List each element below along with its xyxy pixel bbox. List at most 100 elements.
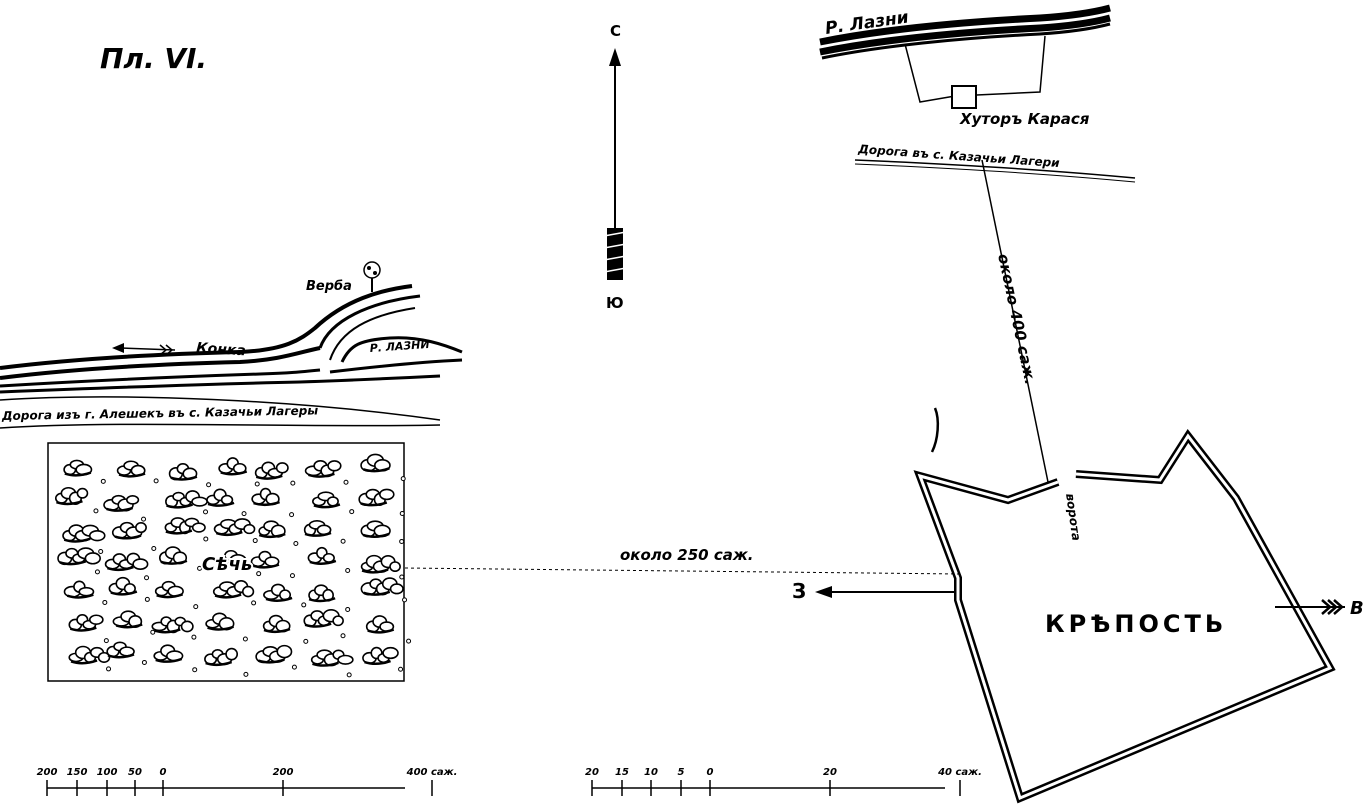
plate-label: Пл. VI. xyxy=(100,42,207,75)
scale-tick-label: 0 xyxy=(160,767,167,778)
bush-icon xyxy=(164,517,206,535)
road-aleshki-label: Дорога изъ г. Алешекъ въ с. Казачьи Лаге… xyxy=(1,403,319,423)
compass: С Ю xyxy=(603,22,627,312)
bush-icon xyxy=(112,610,143,629)
pebble-icon xyxy=(400,476,406,482)
fortress xyxy=(913,429,1336,804)
pebble-icon xyxy=(291,664,297,670)
scale-tick-label: 200 xyxy=(273,767,294,778)
pebble-icon xyxy=(256,571,262,577)
bush-icon xyxy=(62,524,106,543)
compass-north-label: С xyxy=(610,22,621,40)
bush-icon xyxy=(206,488,235,507)
pebble-icon xyxy=(141,516,147,522)
pebble-icon xyxy=(192,667,198,673)
bush-icon xyxy=(116,460,146,478)
willow-label: Верба xyxy=(306,279,352,294)
scale-tick-label: 40 саж. xyxy=(937,767,982,778)
bush-icon xyxy=(63,580,95,599)
pebble-icon xyxy=(290,480,296,486)
pebble-icon xyxy=(197,565,203,571)
bush-icon xyxy=(362,646,399,666)
pebble-icon xyxy=(301,602,307,608)
west-label: З xyxy=(792,579,806,603)
pebble-icon xyxy=(399,510,405,516)
pebble-icon xyxy=(151,545,157,551)
bush-icon xyxy=(54,486,89,506)
bush-icon xyxy=(358,488,395,507)
east-label: В xyxy=(1350,598,1364,619)
bush-icon xyxy=(250,550,280,569)
pebble-icon xyxy=(399,538,405,544)
river-lazni-top xyxy=(819,4,1111,60)
bush-icon xyxy=(103,494,140,512)
road-cossack-camps xyxy=(854,159,1136,179)
scale-tick-label: 150 xyxy=(67,767,88,778)
bush-icon xyxy=(158,546,188,565)
distance-250-label: около 250 саж. xyxy=(620,546,753,564)
konka-flow-arrow xyxy=(112,343,176,356)
bush-icon xyxy=(303,609,344,628)
river-konka xyxy=(0,284,463,394)
scale-tick-label: 20 xyxy=(585,767,599,778)
fortress-label: КРѢПОСТЬ xyxy=(1045,610,1227,638)
bush-icon xyxy=(304,460,342,478)
pebble-icon xyxy=(153,478,159,484)
bush-icon xyxy=(217,549,247,568)
konka-arrowhead-icon xyxy=(112,343,124,353)
bush-icon xyxy=(262,614,291,634)
line-sich-to-fortress xyxy=(404,567,961,575)
bush-icon xyxy=(310,649,354,667)
bush-icon xyxy=(204,647,239,667)
pebble-icon xyxy=(293,541,299,547)
scale-tick-label: 5 xyxy=(678,767,685,778)
bush-icon xyxy=(168,463,198,481)
pebble-icon xyxy=(203,509,209,515)
pebble-icon xyxy=(345,568,351,574)
pebble-icon xyxy=(406,638,412,644)
bush-icon xyxy=(360,520,391,538)
arrow-fletching-icon xyxy=(603,228,627,280)
pebble-icon xyxy=(345,606,351,612)
bush-icon xyxy=(258,520,286,539)
pebble-icon xyxy=(402,597,408,603)
west-arrowhead-icon xyxy=(815,586,832,598)
pebble-icon xyxy=(251,600,257,606)
bush-icon xyxy=(360,554,401,574)
bush-icon xyxy=(303,520,332,537)
bush-icon xyxy=(360,453,391,473)
bush-icon xyxy=(212,580,255,599)
scale-tick-label: 10 xyxy=(644,767,658,778)
bush-icon xyxy=(104,552,149,572)
gate-label: ворота xyxy=(1063,492,1084,541)
pebble-icon xyxy=(94,569,100,575)
pebble-icon xyxy=(206,482,212,488)
north-arrowhead-icon xyxy=(609,48,621,66)
pebble-icon xyxy=(398,666,404,672)
bush-icon xyxy=(308,584,336,603)
pebble-icon xyxy=(150,629,156,635)
bush-icon xyxy=(218,457,248,476)
bush-icon xyxy=(153,644,184,663)
bush-icon xyxy=(68,645,111,665)
scale-tick-label: 100 xyxy=(97,767,118,778)
pebble-icon xyxy=(252,538,258,544)
pebble-icon xyxy=(254,481,260,487)
pebble-icon xyxy=(193,604,199,610)
bush-icon xyxy=(106,641,135,659)
bush-icon xyxy=(151,616,194,634)
farm-house-icon xyxy=(951,85,977,109)
pebble-icon xyxy=(102,599,108,605)
bush-icon xyxy=(63,459,93,477)
bush-icon xyxy=(68,614,104,632)
bush-icon xyxy=(57,547,101,566)
pebble-icon xyxy=(343,479,349,485)
compass-south-label: Ю xyxy=(606,294,624,312)
sich-bushes xyxy=(54,453,412,678)
bush-icon xyxy=(108,576,138,596)
pebble-icon xyxy=(103,638,109,644)
pebble-icon xyxy=(98,549,104,555)
